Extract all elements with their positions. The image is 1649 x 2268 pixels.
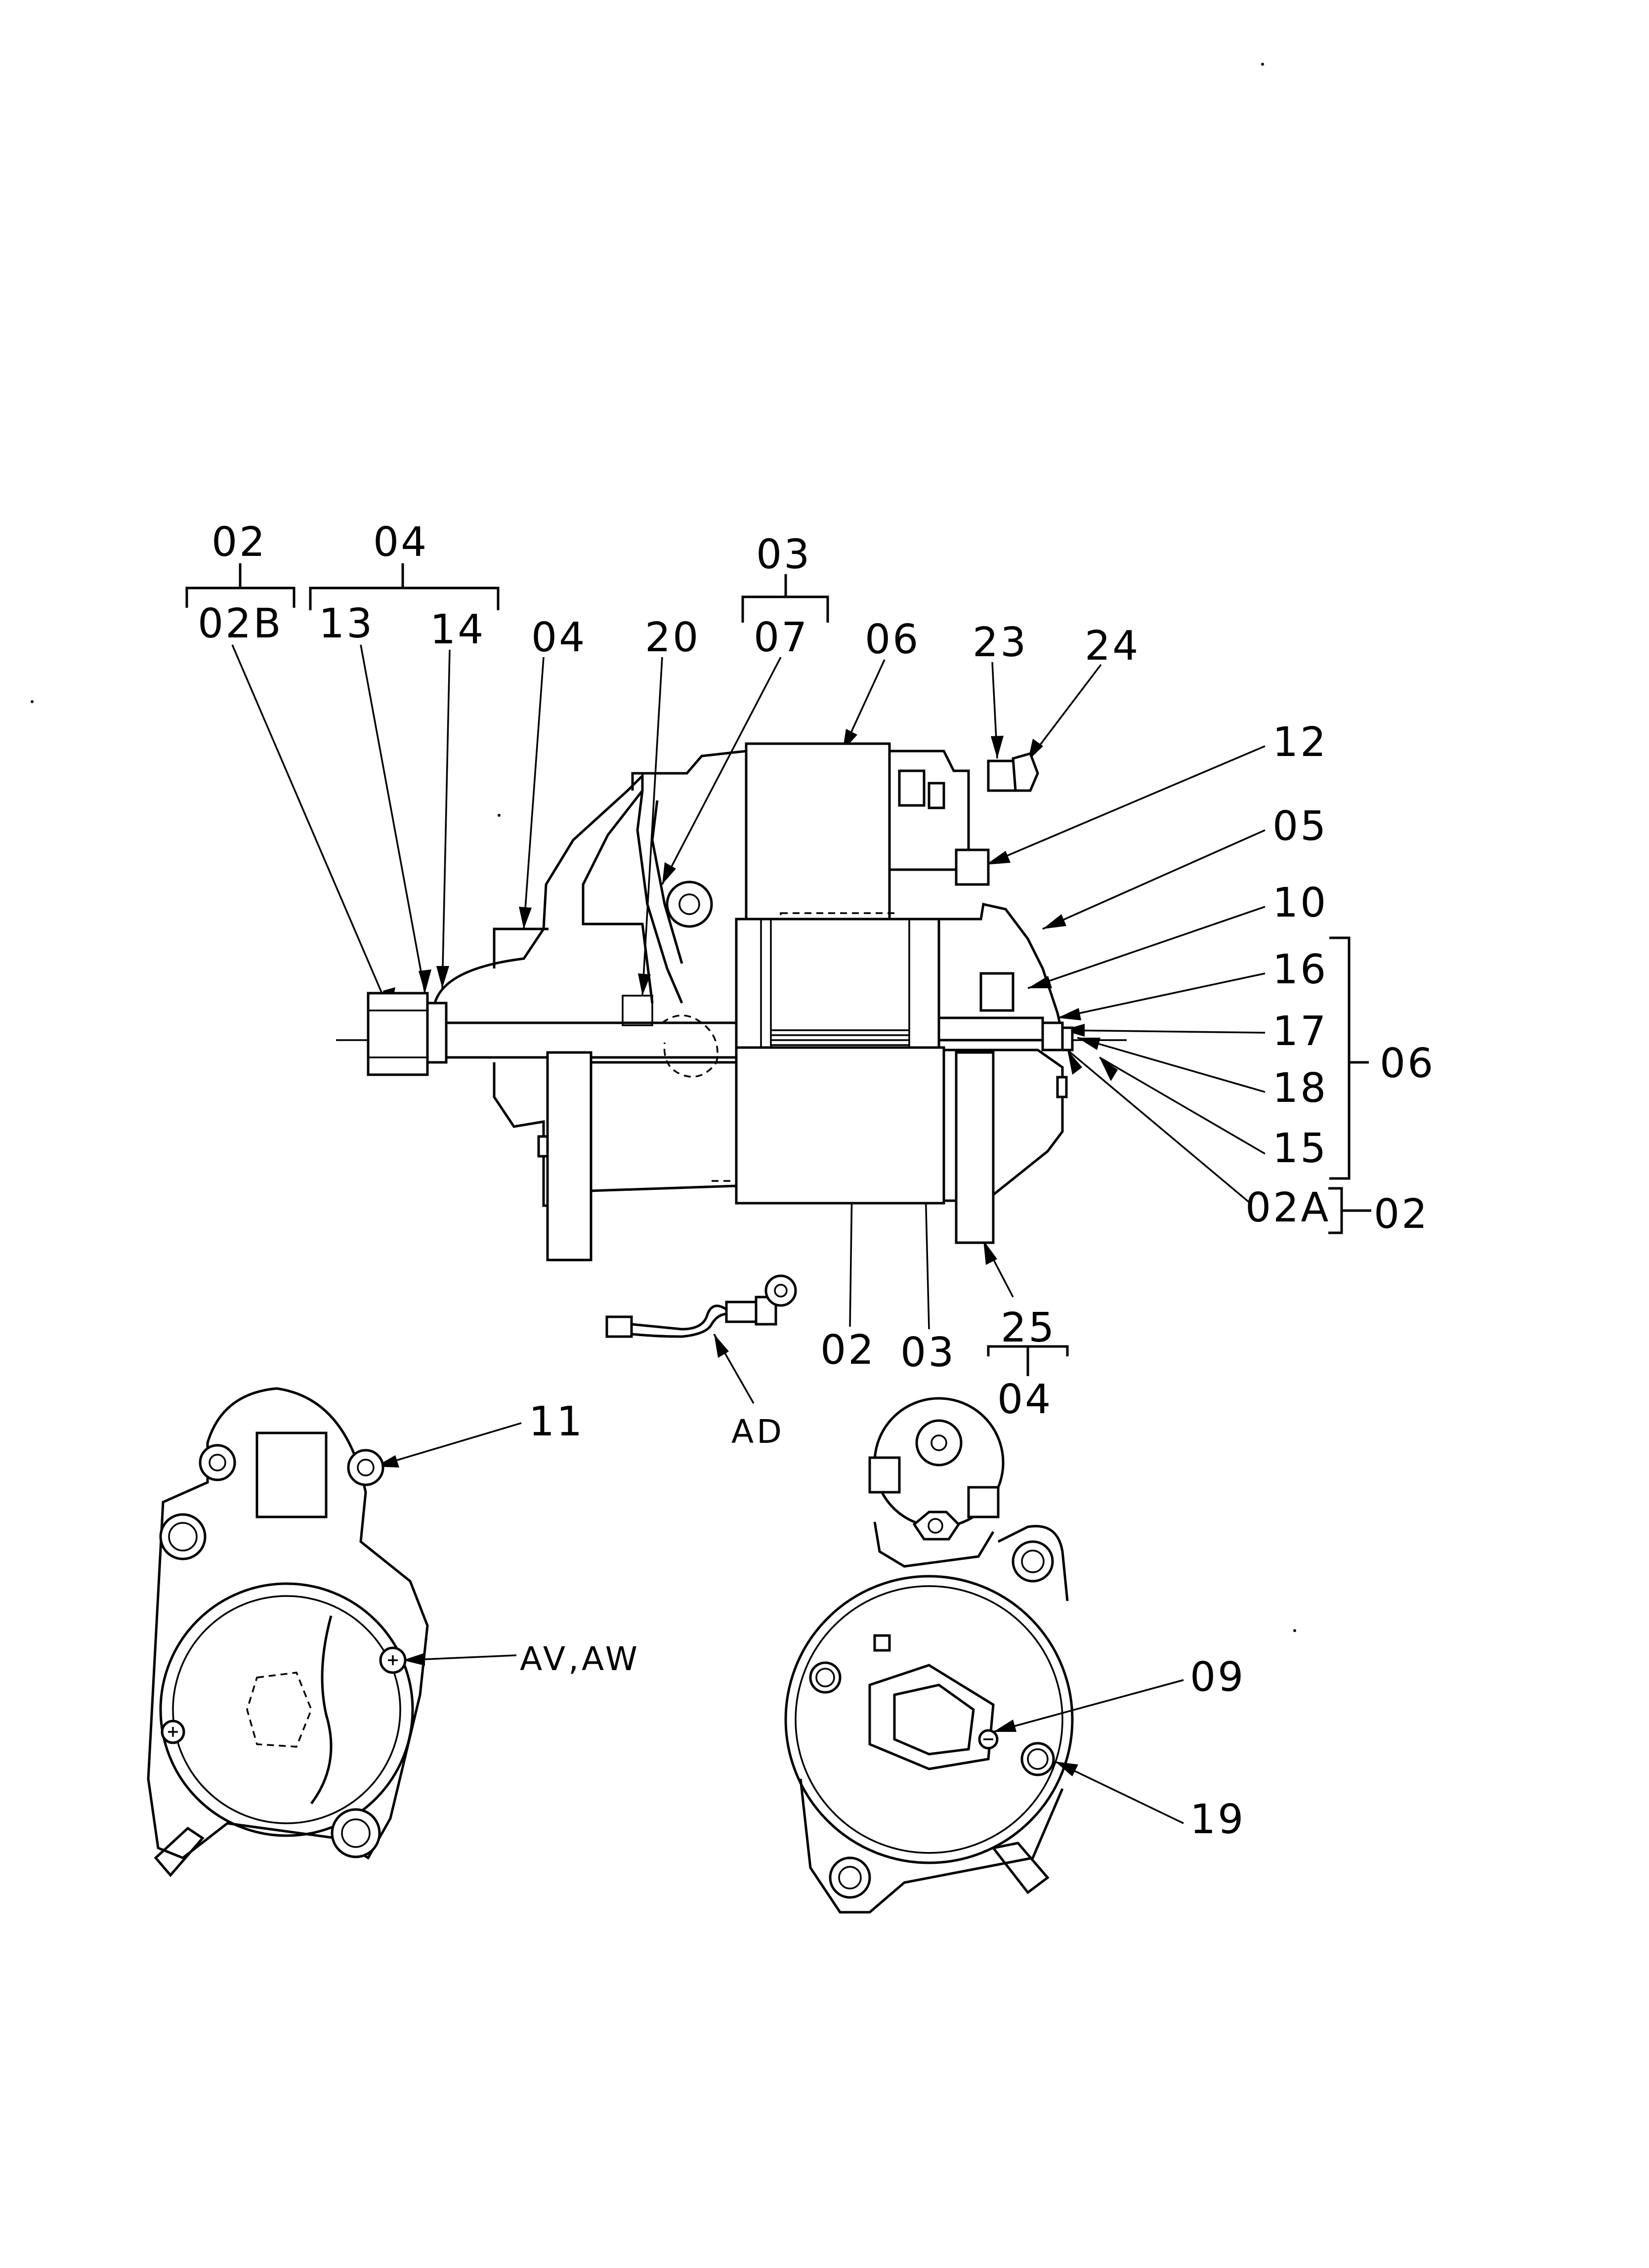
callout-03-bottom: 03 [900,1329,956,1376]
callout-02B: 02B [198,600,283,647]
harness-AD [605,1274,797,1338]
drive-end-plate [159,1582,414,1837]
speck [31,700,34,703]
bolt-left-top [199,1444,236,1481]
callout-18: 18 [1272,1065,1328,1112]
tab-top [873,1634,891,1652]
rear-bracket-foot [955,1051,995,1244]
mount-hole-bottom [829,1856,871,1899]
solenoid-terminal-nut [912,1511,961,1541]
callout-group-03-top: 03 [756,531,811,578]
drive-lever [636,790,683,1004]
bracket-04 [309,563,500,610]
speck [1293,1629,1296,1632]
callout-AV-AW: AV,AW [520,1640,640,1678]
callout-05: 05 [1272,803,1328,850]
bearing-bore [893,1683,975,1756]
callout-20: 20 [645,614,700,661]
hole-left [809,1661,842,1694]
pinion-spline [246,1672,312,1748]
callout-AD: AD [731,1413,785,1451]
commutator-end-view [784,1397,1074,1914]
callout-group-06-side: 06 [1380,1040,1435,1087]
callout-group-04-bottom: 04 [997,1376,1053,1423]
motor-body [735,1046,945,1205]
callout-06: 06 [865,616,920,663]
terminal-12 [955,848,990,886]
callout-25: 25 [1001,1304,1056,1351]
callout-02-bottom: 02 [820,1327,876,1374]
brush-holder [979,972,1015,1012]
bracket-06-side [1329,936,1369,1180]
bracket-02-side [1328,1187,1371,1234]
callout-11: 11 [529,1398,584,1445]
pinion-stop-collar [426,1002,448,1064]
callout-group-02-side: 02 [1374,1191,1429,1238]
callout-07: 07 [754,614,809,661]
drive-end-view [147,1387,429,1877]
starter-side-view [336,742,1127,1261]
commutator-end-cover [784,1575,1074,1864]
bracket-04-bottom [987,1345,1069,1376]
hole-19 [1020,1742,1055,1776]
callout-23: 23 [972,619,1028,666]
speck [1261,63,1264,66]
callout-16: 16 [1272,946,1328,993]
callout-15: 15 [1272,1125,1328,1172]
nose-housing [433,772,654,1004]
callout-04: 04 [531,614,587,661]
speck [498,814,501,817]
callout-group-02-top: 02 [211,519,267,566]
lever-pivot [666,881,713,928]
mount-hole-lower-right [331,1808,381,1858]
bracket-03 [741,574,829,623]
callout-19: 19 [1190,1796,1245,1843]
callout-09: 09 [1190,1654,1245,1701]
callout-10: 10 [1272,880,1328,926]
drive-end-housing [147,1387,429,1860]
mounting-flange [546,1051,592,1261]
solenoid-cap-top [255,1431,328,1518]
terminal-nut [1012,752,1039,792]
callout-group-04-top: 04 [373,519,428,566]
through-bolt-end [1041,1021,1064,1051]
leader-lines [231,644,1266,1824]
callout-14: 14 [430,606,485,653]
callout-17: 17 [1272,1008,1328,1055]
callout-12: 12 [1272,719,1328,766]
bracket-02 [185,563,296,608]
solenoid [745,742,891,921]
solenoid-terminal-top [915,1419,963,1467]
solenoid-terminal [898,769,926,807]
ear-hole-top-right [1012,1540,1054,1583]
callout-24: 24 [1085,623,1140,670]
pinion-gear [367,992,429,1076]
callout-02A: 02A [1245,1184,1330,1231]
terminal-bolt [987,759,1017,792]
mount-hole-upper-left [159,1513,207,1560]
callout-13: 13 [319,600,374,647]
bolt-right-top [347,1449,384,1486]
armature-windings [771,1029,909,1046]
pinion-shaft [445,1021,754,1059]
rear-cover [939,902,1064,1036]
